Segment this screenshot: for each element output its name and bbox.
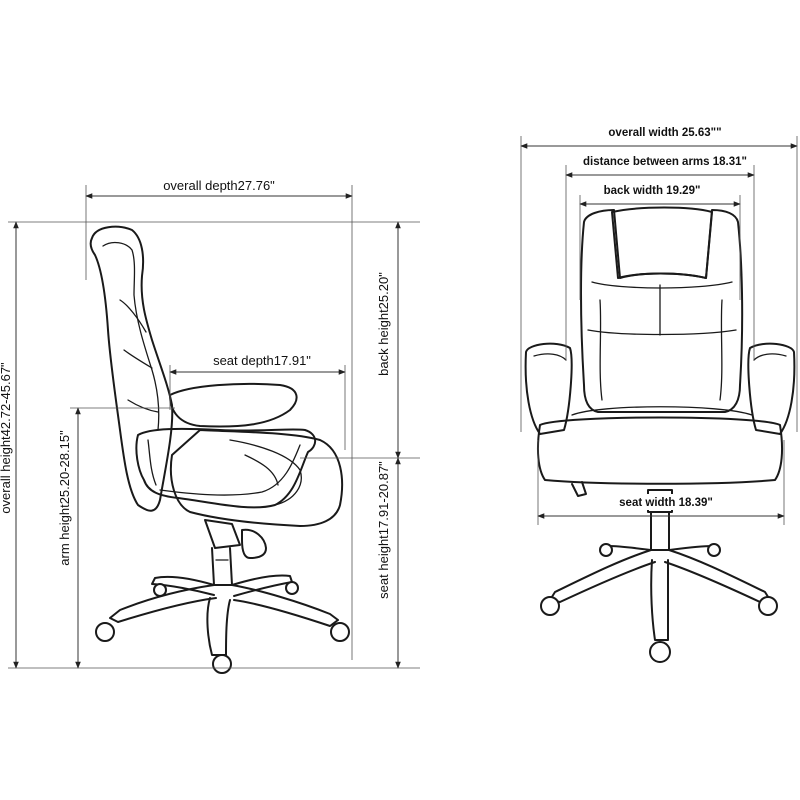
overall-depth-label: overall depth27.76" (163, 178, 275, 193)
overall-width-label: overall width 25.63"" (608, 127, 721, 139)
seat-width-label: seat width 18.39" (619, 497, 713, 509)
arm-height-label: arm height25.20-28.15" (57, 430, 72, 566)
caster-icon (95, 581, 350, 674)
caster-icon (540, 543, 778, 663)
front-view-dimensions: overall width 25.63"" distance between a… (520, 127, 798, 525)
side-view-dimensions: overall depth27.76" seat depth17.91" bac… (0, 178, 420, 669)
back-height-label: back height25.20" (376, 272, 391, 376)
side-view-chair (89, 225, 350, 674)
distance-between-arms-label: distance between arms 18.31" (583, 156, 747, 168)
seat-height-label: seat height17.91-20.87" (376, 461, 391, 599)
overall-height-label: overall height42.72-45.67" (0, 362, 13, 514)
seat-depth-label: seat depth17.91" (213, 353, 311, 368)
back-width-label: back width 19.29" (604, 185, 701, 197)
